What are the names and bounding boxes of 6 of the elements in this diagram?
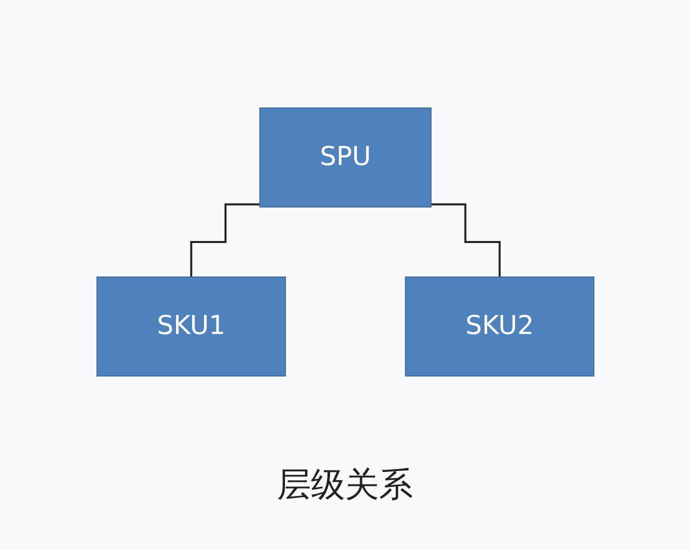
node-box: SKU2 [404,276,594,376]
node-box: SPU [258,108,432,208]
connector [190,203,260,278]
connector [430,203,500,278]
node-box: SKU1 [96,276,286,376]
caption: 层级关系 [277,464,413,507]
